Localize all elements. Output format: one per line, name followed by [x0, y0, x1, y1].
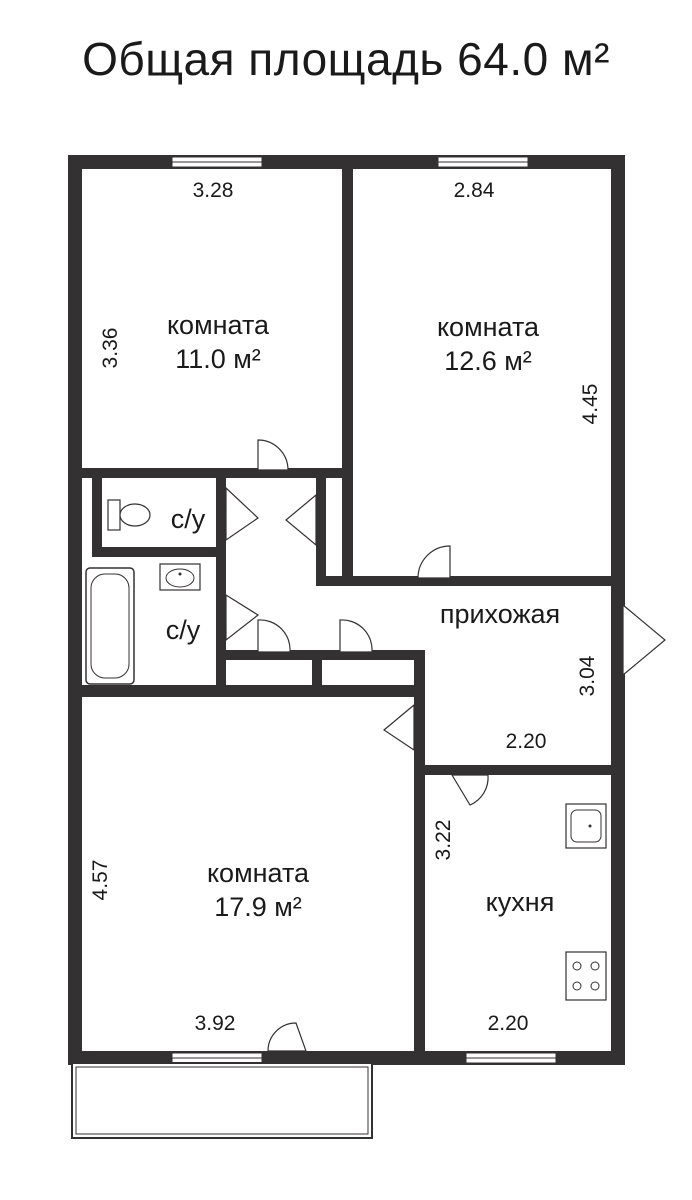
balcony	[71, 1062, 373, 1139]
room1-depth: 3.36	[99, 328, 122, 369]
stove-icon	[565, 951, 607, 1001]
room3-depth: 4.57	[89, 860, 112, 901]
room1-area: 11.0 м²	[175, 344, 261, 374]
bath-name: с/у	[166, 615, 201, 645]
bathtub-icon	[85, 567, 135, 685]
room2-width: 2.84	[454, 179, 495, 202]
door-entrance	[622, 603, 666, 677]
room3-width: 3.92	[195, 1012, 236, 1035]
room3-area: 17.9 м²	[214, 892, 302, 922]
kitchen-depth: 3.22	[432, 820, 455, 861]
room2-depth: 4.45	[579, 384, 602, 425]
door-room3	[382, 703, 415, 752]
kitchen-width: 2.20	[488, 1012, 529, 1035]
hall-width: 2.20	[506, 730, 547, 753]
fixtures	[85, 499, 607, 1001]
kitchen-name: кухня	[486, 887, 555, 917]
room1-width: 3.28	[193, 179, 234, 202]
interior-walls	[78, 165, 621, 1060]
room2-name: комната	[437, 312, 540, 342]
hall-name: прихожая	[440, 599, 560, 629]
hall-depth: 3.04	[576, 655, 599, 696]
room3-name: комната	[207, 858, 310, 888]
door-closet-2	[339, 619, 373, 653]
wc-name: с/у	[171, 504, 206, 534]
room2-area: 12.6 м²	[444, 346, 532, 376]
door-balcony	[267, 1022, 307, 1052]
toilet-icon	[107, 499, 151, 531]
door-wc	[225, 486, 259, 542]
door-closet-1	[257, 619, 291, 653]
door-bath	[225, 593, 260, 642]
washbasin-icon	[159, 563, 201, 591]
door-kitchen	[450, 774, 489, 806]
total-area-title: Общая площадь 64.0 м²	[82, 33, 610, 85]
door-room2	[417, 545, 451, 579]
room1-name: комната	[167, 310, 270, 340]
door-corridor-right	[285, 493, 317, 547]
door-room1	[257, 439, 289, 471]
kitchen-sink-icon	[565, 803, 607, 849]
doors	[225, 439, 666, 1052]
